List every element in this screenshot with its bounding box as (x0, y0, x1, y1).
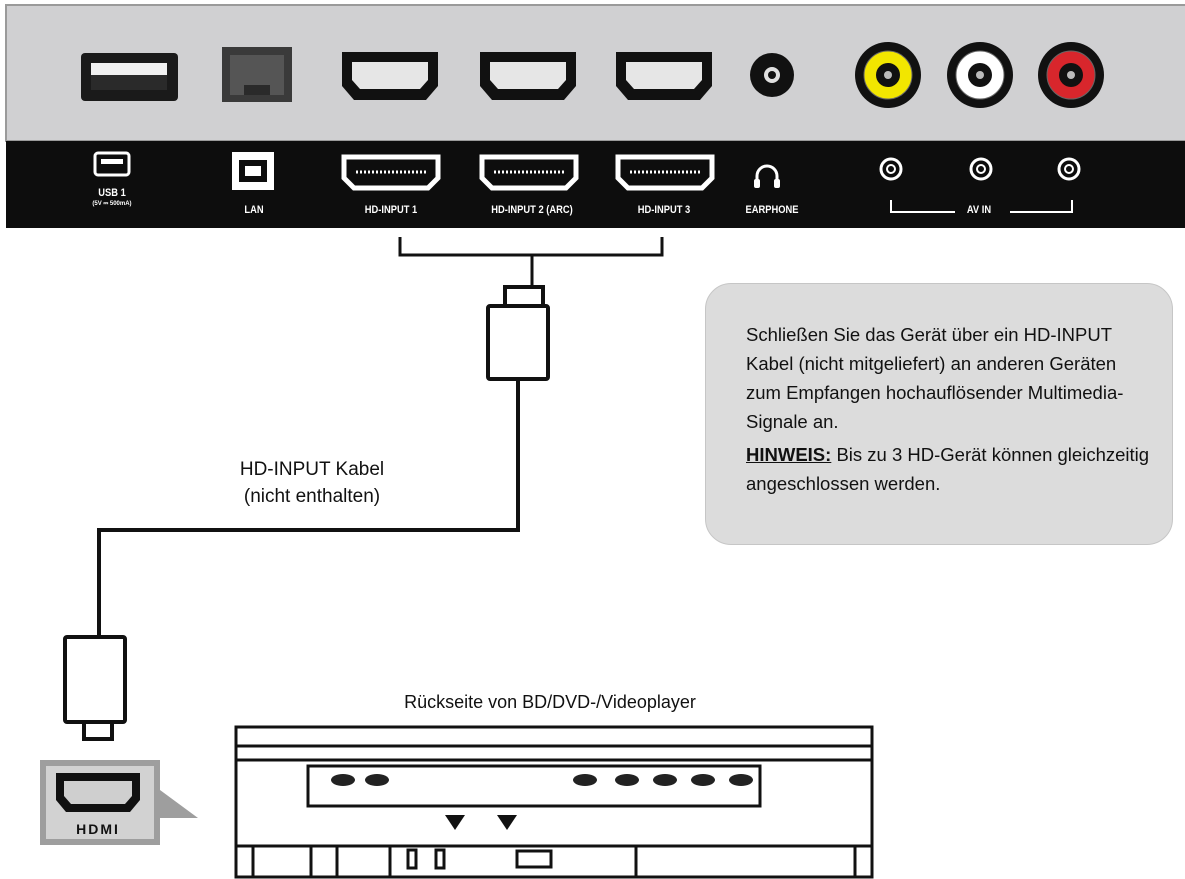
hd-input-1-port-icon (342, 52, 438, 100)
cable-caption: HD-INPUT Kabel (nicht enthalten) (192, 456, 432, 510)
usb-port-label: USB 1 (98, 187, 126, 199)
cable-plug-top (486, 285, 550, 381)
av-in-strip-icons (879, 157, 1081, 213)
cable-plug-bottom (63, 635, 127, 741)
av-in-video-jack (855, 42, 921, 108)
earphone-label: EARPHONE (745, 204, 799, 216)
info-note-box: Schließen Sie das Gerät über ein HD-INPU… (705, 283, 1173, 545)
lan-port-icon (222, 47, 292, 102)
note-text: Schließen Sie das Gerät über ein HD-INPU… (746, 324, 1124, 432)
player-caption: Rückseite von BD/DVD-/Videoplayer (404, 692, 696, 712)
hdmi-strip-icon-3 (615, 154, 715, 191)
av-in-right-audio-jack (1038, 42, 1104, 108)
av-in-left-audio-jack (947, 42, 1013, 108)
av-in-jacks (855, 42, 1104, 108)
player-hdmi-label: HDMI (76, 821, 120, 837)
hdmi-strip-icon-1 (341, 154, 441, 191)
usb-port-sublabel: (5V ⎓ 500mA) (92, 201, 132, 207)
hd-input-2-port-icon (480, 52, 576, 100)
hd-input-1-label: HD-INPUT 1 (364, 204, 418, 216)
hd-input-3-label: HD-INPUT 3 (637, 204, 691, 216)
player-hdmi-port-callout (40, 760, 198, 845)
note-hint: HINWEIS: Bis zu 3 HD-Gerät können gleich… (746, 440, 1152, 498)
tv-label-strip (6, 141, 1185, 228)
cable-caption-line1: HD-INPUT Kabel (239, 459, 385, 480)
hd-input-bracket (398, 237, 664, 287)
earphone-jack-icon (750, 53, 794, 97)
usb-strip-icon (93, 151, 131, 177)
usb-port-icon (81, 53, 178, 101)
note-hint-label: HINWEIS: (746, 444, 832, 465)
player-arrow-markers (445, 815, 517, 830)
lan-port-label: LAN (244, 204, 264, 216)
headphone-icon (754, 164, 780, 188)
hd-input-2-label: HD-INPUT 2 (ARC) (491, 204, 573, 216)
lan-strip-icon (232, 152, 274, 190)
player-indicator-leds (331, 774, 753, 786)
hdmi-strip-icon-2 (479, 154, 579, 191)
av-in-label: AV IN (966, 204, 992, 216)
note-hint-text: Bis zu 3 HD-Gerät können gleichzeitig an… (746, 444, 1150, 494)
cable-caption-line2: (nicht enthalten) (243, 486, 381, 507)
hd-input-3-port-icon (616, 52, 712, 100)
player-back-panel (234, 725, 874, 879)
hdmi-cable-wire (97, 379, 520, 637)
